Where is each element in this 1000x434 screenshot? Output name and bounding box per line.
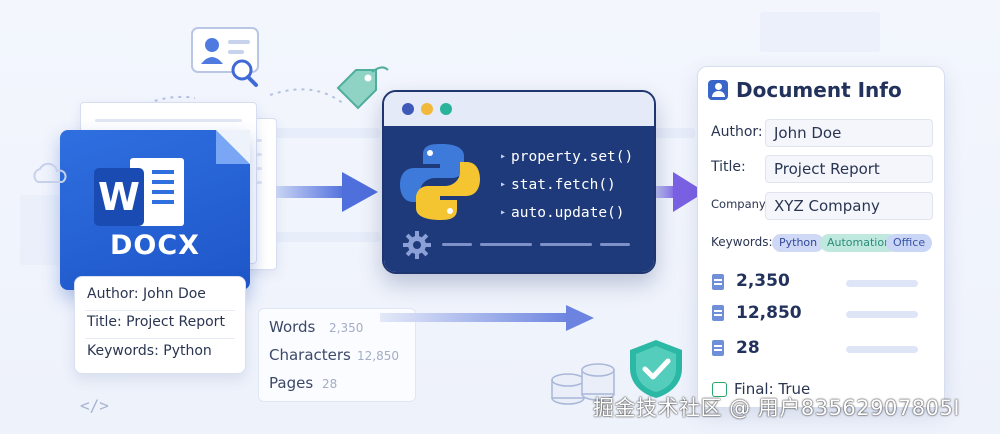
keyword-chip[interactable]: Automation — [820, 234, 899, 252]
arrow-to-panel — [655, 172, 705, 212]
company-label: Company: — [711, 197, 769, 211]
progress-track — [846, 311, 918, 318]
user-icon — [708, 80, 728, 100]
bg-band — [655, 128, 695, 138]
python-logo-icon — [400, 144, 480, 220]
source-title: Title: Project Report — [87, 314, 225, 330]
document-icon — [712, 274, 724, 290]
characters-label: Characters — [269, 346, 351, 364]
divider — [540, 243, 592, 246]
code-line: auto.update() — [500, 205, 625, 221]
words-label: Words — [269, 318, 316, 336]
bg-band — [760, 12, 880, 52]
watermark: 掘金技术社区 @ 用户83562907805I — [593, 396, 961, 420]
word-icon: W — [94, 168, 144, 226]
docx-file-icon: W DOCX — [60, 130, 250, 290]
window-dot — [440, 103, 452, 115]
keyword-chip[interactable]: Office — [886, 234, 933, 252]
code-symbol: </> — [80, 396, 109, 415]
arrow-to-terminal — [276, 172, 378, 212]
author-label: Author: — [711, 124, 763, 140]
cloud-icon — [33, 162, 67, 183]
terminal-screen: property.set() stat.fetch() auto.update(… — [384, 126, 654, 272]
keyword-chip[interactable]: Python — [772, 234, 825, 252]
progress-track — [846, 280, 918, 287]
characters-value: 12,850 — [357, 349, 399, 363]
gear-icon — [403, 231, 431, 259]
page-count: 28 — [736, 338, 760, 358]
code-line: stat.fetch() — [500, 177, 616, 193]
window-dot — [421, 103, 433, 115]
bg-band — [20, 195, 60, 265]
keywords-label: Keywords: — [711, 235, 773, 249]
title-field[interactable]: Project Report — [765, 155, 933, 183]
document-info-panel: Document Info Author: John Doe Title: Pr… — [697, 66, 945, 408]
company-field[interactable]: XYZ Company — [765, 192, 933, 220]
author-field[interactable]: John Doe — [765, 119, 933, 147]
arrow-stats-to-panel — [380, 305, 594, 331]
word-count: 2,350 — [736, 271, 790, 291]
source-metadata-card: Author: John Doe Title: Project Report K… — [74, 276, 246, 374]
source-author: Author: John Doe — [87, 286, 206, 302]
progress-track — [846, 346, 918, 353]
bg-band — [270, 128, 380, 138]
divider — [480, 243, 532, 246]
panel-title: Document Info — [736, 78, 902, 102]
document-icon — [712, 340, 724, 356]
stats-box: Words 2,350 Characters 12,850 Pages 28 — [258, 308, 416, 402]
pages-label: Pages — [269, 374, 314, 392]
database-icon — [551, 363, 615, 405]
code-line: property.set() — [500, 149, 633, 165]
window-dot — [402, 103, 414, 115]
dotted-path — [94, 88, 346, 141]
divider — [442, 243, 472, 246]
contact-search-icon — [190, 26, 262, 87]
pages-value: 28 — [322, 377, 338, 391]
title-label: Title: — [711, 159, 746, 175]
docx-label: DOCX — [110, 230, 200, 261]
bg-band — [270, 232, 380, 242]
source-keywords: Keywords: Python — [87, 343, 212, 359]
python-terminal-window: property.set() stat.fetch() auto.update(… — [382, 90, 656, 274]
words-value: 2,350 — [329, 321, 364, 335]
character-count: 12,850 — [736, 303, 802, 323]
shield-check-icon — [630, 340, 682, 398]
final-status: Final: True — [734, 380, 811, 398]
document-icon — [712, 305, 724, 321]
checkbox-icon[interactable] — [712, 382, 727, 397]
divider — [600, 243, 630, 246]
terminal-titlebar — [384, 92, 654, 126]
tag-icon — [332, 62, 392, 112]
